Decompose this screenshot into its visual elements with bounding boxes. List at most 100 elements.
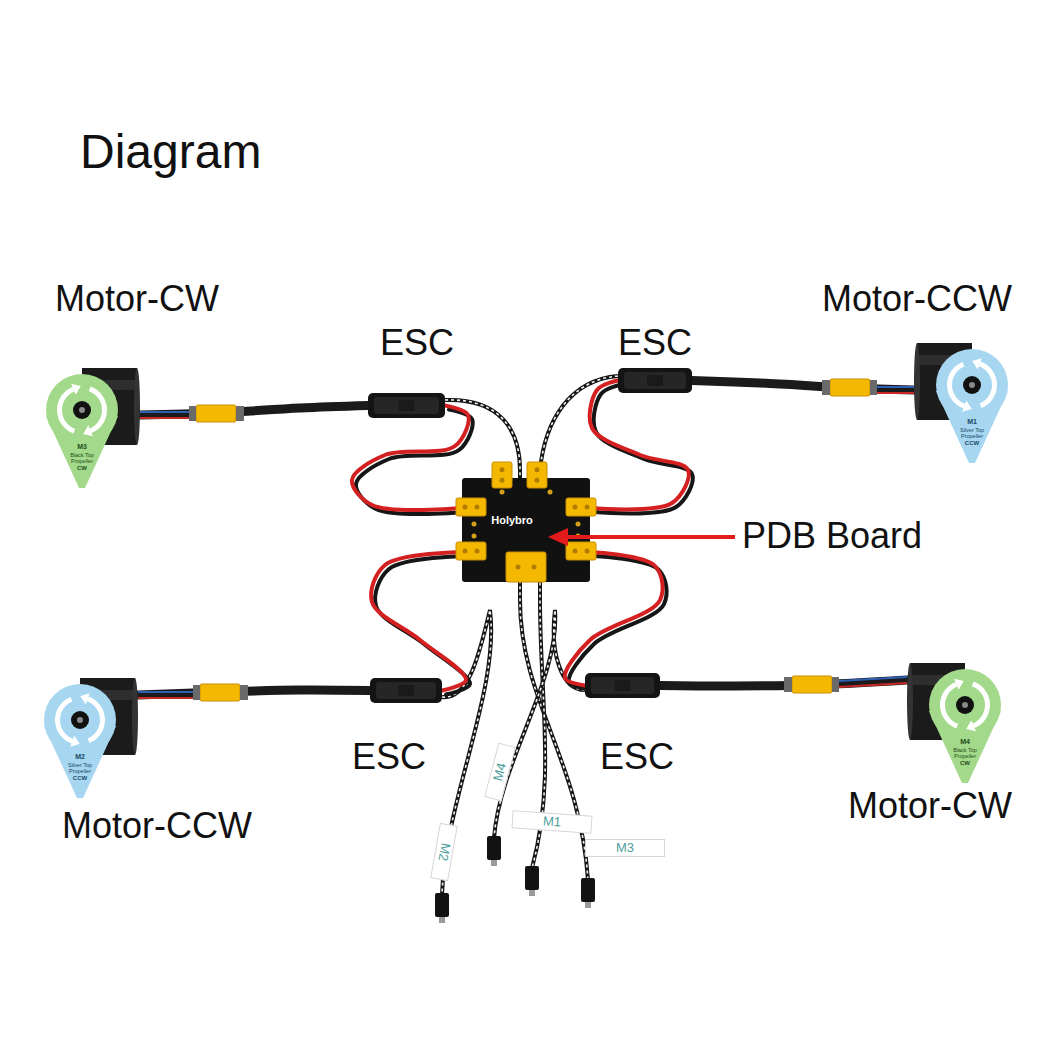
esc-label: ESC <box>380 323 454 363</box>
rotation-arrow <box>70 736 80 747</box>
xt-connector <box>527 462 547 488</box>
rotation-arrow <box>80 693 90 704</box>
motor-shaft <box>79 407 85 413</box>
connector-pin <box>463 549 468 554</box>
rotation-label: CCW <box>73 775 87 782</box>
rotation-arrow <box>966 720 976 731</box>
connector-cap <box>870 380 877 395</box>
motor-tag: M2 <box>430 823 457 881</box>
esc-module-shape <box>368 393 445 418</box>
power-wire <box>590 381 689 510</box>
rotation-label: CCW <box>965 440 979 447</box>
connector-pin <box>463 505 468 510</box>
esc-body <box>618 368 692 393</box>
phase-cable <box>140 406 368 416</box>
xt-connector <box>200 684 240 701</box>
motor-body <box>134 368 140 445</box>
plug-pin <box>585 902 591 908</box>
signal-wire <box>532 376 618 868</box>
motor-shaft <box>963 376 981 394</box>
callout-label: PDB Board <box>742 516 922 556</box>
rotation-arrow <box>947 362 965 409</box>
signal-wire <box>494 610 585 838</box>
pdb-board-shape <box>462 478 590 582</box>
phase-cable <box>692 381 914 391</box>
rotation-arrow <box>89 387 107 434</box>
propeller-note: Black Top Propeller <box>948 747 982 759</box>
solder-pad <box>472 522 477 527</box>
motor-lead <box>140 406 368 416</box>
servo-plug <box>581 878 595 902</box>
motor-number: M2 <box>75 753 85 761</box>
phase-wire <box>872 386 914 388</box>
motor-shape <box>907 660 1005 785</box>
pdb-board: Holybro <box>462 478 590 582</box>
servo-plug <box>435 893 449 917</box>
connector-cap <box>240 685 248 700</box>
motor-shaft <box>962 702 968 708</box>
phase-cable <box>138 690 370 695</box>
phase-wire <box>138 697 194 699</box>
plug-pin <box>491 860 497 866</box>
servo-plug <box>487 836 501 860</box>
connector-pin <box>475 549 480 554</box>
diagram-title: Diagram <box>80 126 261 179</box>
esc-module-shape <box>370 678 442 703</box>
motor-body <box>132 678 138 755</box>
esc-body <box>615 680 631 691</box>
motor-shaft <box>956 696 974 714</box>
signal-wire <box>494 610 585 838</box>
propeller-note: Silver Top Propeller <box>955 427 989 439</box>
power-lead <box>371 552 470 695</box>
esc-body <box>374 397 439 414</box>
motor: Motor-CCWM1Silver Top PropellerCCW <box>914 340 1012 465</box>
propeller-sticker <box>936 349 1008 421</box>
motor-shaft <box>969 382 975 388</box>
rotation-arrow <box>940 682 958 729</box>
esc-module: ESC <box>618 368 692 393</box>
esc-body <box>624 372 686 389</box>
xt-connector <box>196 405 236 422</box>
esc-body <box>376 682 436 699</box>
esc-label: ESC <box>618 323 692 363</box>
connector-cap <box>784 677 792 692</box>
rotation-arrow <box>57 387 75 434</box>
power-lead <box>590 381 693 514</box>
motor-shape <box>40 675 138 800</box>
motor-number: M3 <box>77 443 87 451</box>
connector-cap <box>832 677 839 692</box>
servo-plug <box>525 866 539 890</box>
solder-pad <box>548 490 553 495</box>
connector-pin <box>585 549 590 554</box>
esc-module-shape <box>618 368 692 393</box>
rotation-arrow <box>55 693 105 747</box>
signal-wire <box>442 376 618 895</box>
connector-cap <box>822 380 830 395</box>
rotation-arrow <box>87 697 105 744</box>
esc-body <box>585 673 660 698</box>
xt-connector <box>566 498 596 516</box>
esc-module: ESC <box>368 393 445 418</box>
esc-module-shape <box>585 673 660 698</box>
ground-wire <box>375 556 470 695</box>
connector-pin <box>532 565 537 570</box>
motor-number: M4 <box>960 738 970 746</box>
motor-shaft <box>77 717 83 723</box>
esc-body <box>370 678 442 703</box>
callout-arrow <box>548 528 568 546</box>
motor-shape <box>42 365 140 490</box>
rotation-arrow <box>83 425 93 436</box>
motor-body <box>907 663 913 740</box>
motor-body <box>914 343 920 420</box>
motor-number: M1 <box>967 418 977 426</box>
brand-label: Holybro <box>491 514 533 526</box>
motor-label: Motor-CCW <box>822 279 1012 319</box>
xt-connector <box>830 379 870 396</box>
ground-wire <box>594 385 693 514</box>
motor-lead <box>692 381 914 391</box>
power-lead <box>352 406 473 515</box>
phase-wire <box>140 411 190 413</box>
motor: Motor-CWM4Black Top PropellerCW <box>907 660 1005 785</box>
motor-label: Motor-CW <box>848 786 1012 826</box>
